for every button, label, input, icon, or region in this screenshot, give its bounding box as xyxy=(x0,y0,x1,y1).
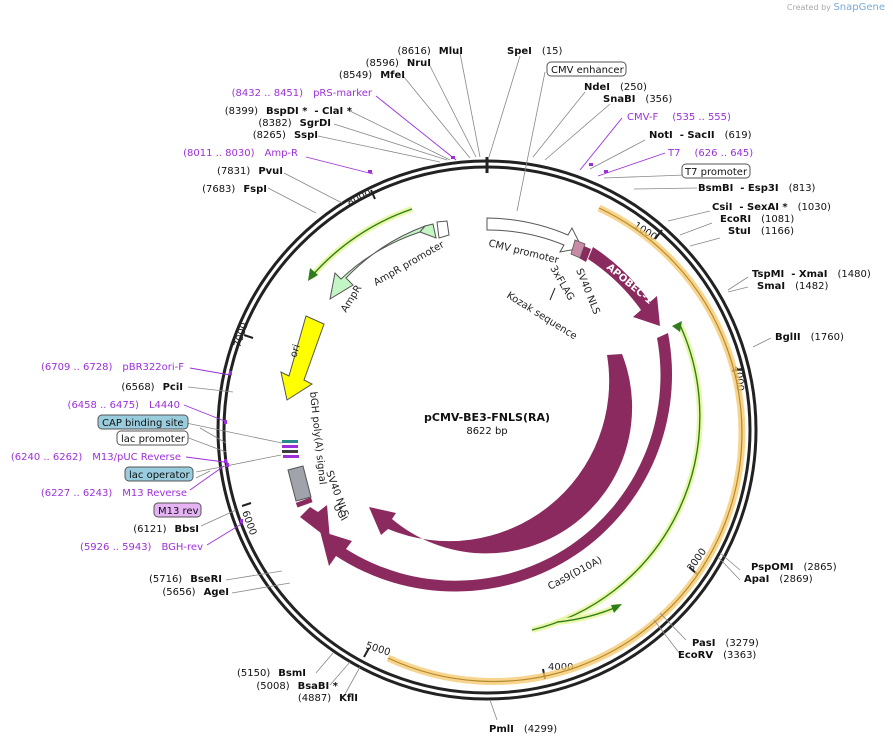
tick-label-8000: 8000 xyxy=(346,188,374,209)
feature-sv40-nls: SV40 NLS xyxy=(573,267,601,316)
tick-7000 xyxy=(243,334,254,339)
label-m13-rev: M13 rev xyxy=(158,506,199,517)
feature-ori: ori xyxy=(288,343,302,359)
enzyme-pcii: (6568)PciI xyxy=(121,382,183,393)
enzyme-stui: StuI(1166) xyxy=(728,226,794,237)
cas9-d10a-arrow xyxy=(320,333,673,592)
primer-amp-r: (8011 .. 8030)Amp-R xyxy=(183,148,298,159)
snapgene-credit: Created by SnapGene xyxy=(787,2,885,13)
bgh-polya-shape xyxy=(287,465,312,502)
feature-apobec: APOBEC-1 xyxy=(604,262,655,307)
enzyme-smai: SmaI(1482) xyxy=(757,281,828,292)
primer-t7: T7(626 .. 645) xyxy=(667,148,753,159)
cmv-promoter-arrow xyxy=(486,217,583,253)
primer-bgh-rev: (5926 .. 5943)BGH-rev xyxy=(80,542,203,553)
enzyme-nrui: (8596)NruI xyxy=(366,58,431,69)
enzyme-pasi: PasI(3279) xyxy=(692,638,759,649)
enzyme-bsabi: (5008)BsaBI * xyxy=(256,681,338,692)
tick-1000 xyxy=(654,229,663,240)
kozak-leader xyxy=(549,287,556,301)
enzyme-mfei: (8549)MfeI xyxy=(339,70,405,81)
box-m13-rev xyxy=(153,502,202,518)
sv40-nls-right xyxy=(295,497,313,508)
enzyme-agei: (5656)AgeI xyxy=(162,587,229,598)
enzyme-pvui: (7831)PvuI xyxy=(217,166,283,177)
enzyme-kfli: (4887)KflI xyxy=(298,693,358,704)
primer-l4440: (6458 .. 6475)L4440 xyxy=(68,400,180,411)
enzyme-pmli: PmlI(4299) xyxy=(489,724,557,735)
enzyme-ecori: EcoRI(1081) xyxy=(720,214,794,225)
primer-prs-marker: (8432 .. 8451)pRS-marker xyxy=(232,88,373,99)
orf-arrowheads xyxy=(308,268,682,613)
ori-arrow xyxy=(280,315,325,401)
ampr-body xyxy=(419,223,437,239)
orf-arcs xyxy=(308,204,746,685)
enzyme-ecorv: EcoRV(3363) xyxy=(678,650,756,661)
plasmid-name: pCMV-BE3-FNLS(RA) xyxy=(424,411,550,424)
enzyme-spei: SpeI(15) xyxy=(507,46,563,57)
plasmid-length: 8622 bp xyxy=(466,426,507,437)
enzyme-bspdi: (8399)BspDI * - ClaI * xyxy=(225,106,353,117)
leader-lines xyxy=(185,52,772,721)
feature-ampr-promoter: AmpR promoter xyxy=(372,239,447,289)
enzyme-csii: CsiI - SexAI *(1030) xyxy=(712,202,831,213)
tick-label-4000: 4000 xyxy=(548,662,573,673)
tick-8000 xyxy=(370,189,376,200)
box-lac-operator xyxy=(124,466,194,482)
primer-m13-puc-reverse: (6240 .. 6262)M13/pUC Reverse xyxy=(11,452,181,463)
enzyme-bsmi: (5150)BsmI xyxy=(237,668,306,679)
label-cmv-enhancer: CMV enhancer xyxy=(551,65,625,76)
enzyme-snabi: SnaBI(356) xyxy=(603,94,672,105)
enzyme-ndei: NdeI(250) xyxy=(584,82,647,93)
credit-prefix: Created by xyxy=(786,3,831,12)
label-cap-binding: CAP binding site xyxy=(102,418,184,429)
sv40-nls-small xyxy=(579,246,591,262)
label-lac-operator: lac operator xyxy=(129,470,190,481)
box-lac-promoter xyxy=(116,430,189,446)
label-t7-promoter: T7 promoter xyxy=(684,167,748,178)
box-t7-promoter xyxy=(681,163,751,179)
enzyme-noti: NotI - SacII(619) xyxy=(649,130,752,141)
tick-6000 xyxy=(241,502,252,507)
enzyme-bglii: BglII(1760) xyxy=(775,332,844,343)
feature-cmv-promoter: CMV promoter xyxy=(487,238,560,266)
enzyme-bsmbi: BsmBI - Esp3I(813) xyxy=(698,183,816,194)
box-cap-binding xyxy=(97,414,189,430)
flag-tag xyxy=(570,239,586,259)
enzyme-apai: ApaI(2869) xyxy=(744,574,813,585)
primer-pbr322ori-f: (6709 .. 6728)pBR322ori-F xyxy=(41,362,184,373)
tick-label-7000: 7000 xyxy=(232,321,250,349)
label-lac-promoter: lac promoter xyxy=(121,434,186,445)
tick-5000 xyxy=(363,647,370,658)
ampr-arrow xyxy=(329,224,427,301)
cas9-arrow xyxy=(369,354,633,554)
enzyme-fspi: (7683)FspI xyxy=(202,184,267,195)
primer-marks xyxy=(224,156,608,523)
apobec-arrow xyxy=(588,247,660,326)
box-cmv-enhancer xyxy=(546,61,627,77)
tick-label-5000: 5000 xyxy=(364,640,392,658)
primer-cmv-f: CMV-F(535 .. 555) xyxy=(627,112,731,123)
enzyme-pspomi: PspOMI(2865) xyxy=(751,562,837,573)
enzyme-sgrdi: (8382)SgrDI xyxy=(258,118,331,129)
enzyme-mlui: (8616)MluI xyxy=(398,46,463,57)
enzyme-tspmi: TspMI - XmaI(1480) xyxy=(752,269,871,280)
credit-brand: SnapGene xyxy=(833,2,885,13)
enzyme-sspi: (8265)SspI xyxy=(253,130,318,141)
enzyme-bbsi: (6121)BbsI xyxy=(133,524,199,535)
ugi-arrow xyxy=(300,505,330,540)
feature-bgh-polya: bGH poly(A) signal xyxy=(307,391,328,485)
primer-m13-reverse: (6227 .. 6243)M13 Reverse xyxy=(41,488,187,499)
lac-features xyxy=(282,440,299,458)
primer-leaders xyxy=(183,95,666,546)
enzyme-beseri: (5716)BseRI xyxy=(149,574,222,585)
ampr-promoter-arrow xyxy=(436,220,450,239)
feature-shapes xyxy=(280,217,673,592)
